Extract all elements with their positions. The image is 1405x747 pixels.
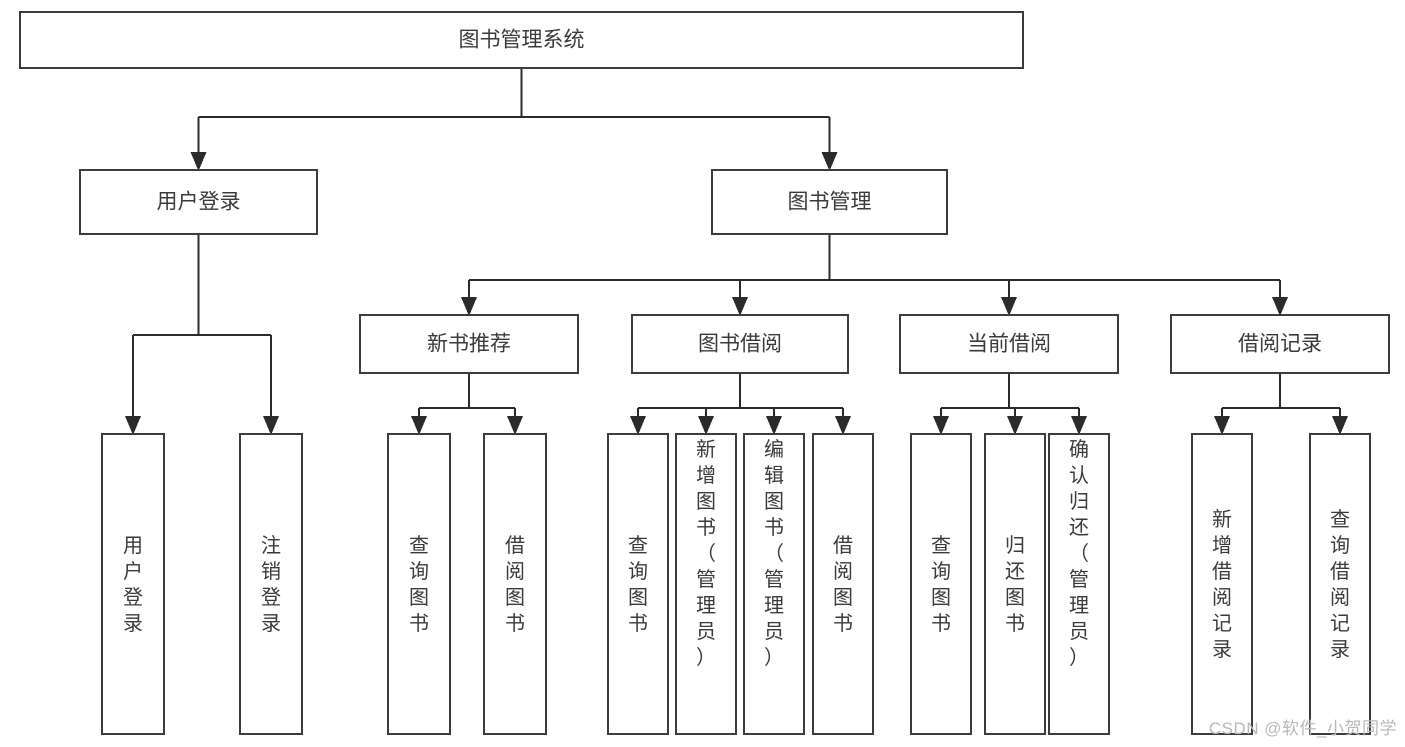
node-label-leaf-edit-book-admin: 编辑图书（管理员） [764, 438, 784, 669]
node-label-leaf-query-book-recommend: 查询图书 [409, 534, 429, 635]
arrow-head-leaf-confirm-return-admin [1071, 416, 1087, 435]
arrow-head-user-login [190, 152, 207, 171]
connector-layer [125, 68, 1348, 435]
arrow-head-leaf-add-borrow-record [1214, 416, 1230, 435]
node-box-leaf-query-book-current [909, 432, 973, 736]
node-box-leaf-confirm-return-admin [1047, 432, 1111, 736]
node-box-leaf-borrow-book-recommend [482, 432, 548, 736]
node-layer: 图书管理系统用户登录图书管理新书推荐图书借阅当前借阅借阅记录用户登录注销登录查询… [18, 10, 1391, 736]
node-leaf-confirm-return-admin[interactable]: 确认归还（管理员） [1047, 432, 1111, 736]
node-label-borrow-record: 借阅记录 [1238, 333, 1322, 356]
node-label-new-book-recommend: 新书推荐 [427, 333, 511, 356]
node-box-leaf-user-login [100, 432, 166, 736]
node-user-login[interactable]: 用户登录 [78, 168, 319, 236]
arrow-head-leaf-return-book [1007, 416, 1023, 435]
node-box-leaf-query-borrow-record [1308, 432, 1372, 736]
node-label-leaf-borrow-book-recommend: 借阅图书 [505, 534, 525, 635]
node-box-book-borrow [630, 313, 850, 375]
node-book-management[interactable]: 图书管理 [710, 168, 949, 236]
node-leaf-user-login[interactable]: 用户登录 [100, 432, 166, 736]
node-box-leaf-edit-book-admin [742, 432, 806, 736]
arrow-head-leaf-user-login [125, 416, 141, 435]
node-leaf-logout-login[interactable]: 注销登录 [238, 432, 304, 736]
arrow-head-book-management [821, 152, 838, 171]
node-label-leaf-confirm-return-admin: 确认归还（管理员） [1069, 438, 1089, 669]
node-root[interactable]: 图书管理系统 [18, 10, 1025, 70]
arrow-head-leaf-query-book-recommend [411, 416, 427, 435]
watermark-label: CSDN @软件_小贺同学 [1208, 719, 1397, 738]
node-label-leaf-logout-login: 注销登录 [261, 534, 281, 635]
node-label-book-management: 图书管理 [788, 191, 872, 214]
arrow-head-leaf-add-book-admin [698, 416, 714, 435]
node-box-leaf-query-book-borrow [606, 432, 670, 736]
node-new-book-recommend[interactable]: 新书推荐 [358, 313, 580, 375]
node-label-leaf-user-login: 用户登录 [123, 535, 143, 635]
arrow-head-leaf-borrow-book-recommend [507, 416, 523, 435]
node-box-leaf-add-book-admin [674, 432, 738, 736]
node-leaf-borrow-book-recommend[interactable]: 借阅图书 [482, 432, 548, 736]
node-box-current-borrow [898, 313, 1120, 375]
arrow-head-leaf-edit-book-admin [766, 416, 782, 435]
node-leaf-query-book-recommend[interactable]: 查询图书 [386, 432, 452, 736]
node-leaf-edit-book-admin[interactable]: 编辑图书（管理员） [742, 432, 806, 736]
node-label-user-login: 用户登录 [157, 191, 241, 214]
node-leaf-add-book-admin[interactable]: 新增图书（管理员） [674, 432, 738, 736]
node-leaf-query-borrow-record[interactable]: 查询借阅记录 [1308, 432, 1372, 736]
node-label-leaf-return-book: 归还图书 [1005, 534, 1025, 635]
arrow-head-leaf-query-book-current [933, 416, 949, 435]
node-label-root: 图书管理系统 [459, 29, 585, 52]
node-label-leaf-query-book-borrow: 查询图书 [628, 534, 648, 635]
node-label-leaf-borrow-book-borrow: 借阅图书 [833, 534, 853, 635]
node-box-book-management [710, 168, 949, 236]
node-box-root [18, 10, 1025, 70]
arrow-head-leaf-logout-login [263, 416, 279, 435]
node-box-leaf-borrow-book-borrow [811, 432, 875, 736]
node-leaf-borrow-book-borrow[interactable]: 借阅图书 [811, 432, 875, 736]
arrow-head-current-borrow [1001, 297, 1017, 316]
node-box-user-login [78, 168, 319, 236]
node-book-borrow[interactable]: 图书借阅 [630, 313, 850, 375]
node-label-leaf-add-book-admin: 新增图书（管理员） [696, 438, 716, 669]
arrow-head-leaf-query-book-borrow [630, 416, 646, 435]
arrow-head-borrow-record [1272, 297, 1288, 316]
node-label-book-borrow: 图书借阅 [698, 333, 782, 356]
node-leaf-query-book-current[interactable]: 查询图书 [909, 432, 973, 736]
node-current-borrow[interactable]: 当前借阅 [898, 313, 1120, 375]
node-leaf-query-book-borrow[interactable]: 查询图书 [606, 432, 670, 736]
node-label-leaf-query-borrow-record: 查询借阅记录 [1330, 508, 1350, 661]
node-box-leaf-add-borrow-record [1190, 432, 1254, 736]
arrow-head-leaf-query-borrow-record [1332, 416, 1348, 435]
node-box-leaf-return-book [983, 432, 1047, 736]
node-leaf-add-borrow-record[interactable]: 新增借阅记录 [1190, 432, 1254, 736]
node-box-new-book-recommend [358, 313, 580, 375]
node-box-borrow-record [1169, 313, 1391, 375]
node-box-leaf-query-book-recommend [386, 432, 452, 736]
node-box-leaf-logout-login [238, 432, 304, 736]
arrow-head-leaf-borrow-book-borrow [835, 416, 851, 435]
arrow-head-new-book-recommend [461, 297, 477, 316]
node-label-leaf-query-book-current: 查询图书 [931, 534, 951, 635]
node-label-current-borrow: 当前借阅 [967, 333, 1051, 356]
node-label-leaf-add-borrow-record: 新增借阅记录 [1212, 508, 1232, 661]
node-borrow-record[interactable]: 借阅记录 [1169, 313, 1391, 375]
arrow-head-book-borrow [732, 297, 748, 316]
node-leaf-return-book[interactable]: 归还图书 [983, 432, 1047, 736]
